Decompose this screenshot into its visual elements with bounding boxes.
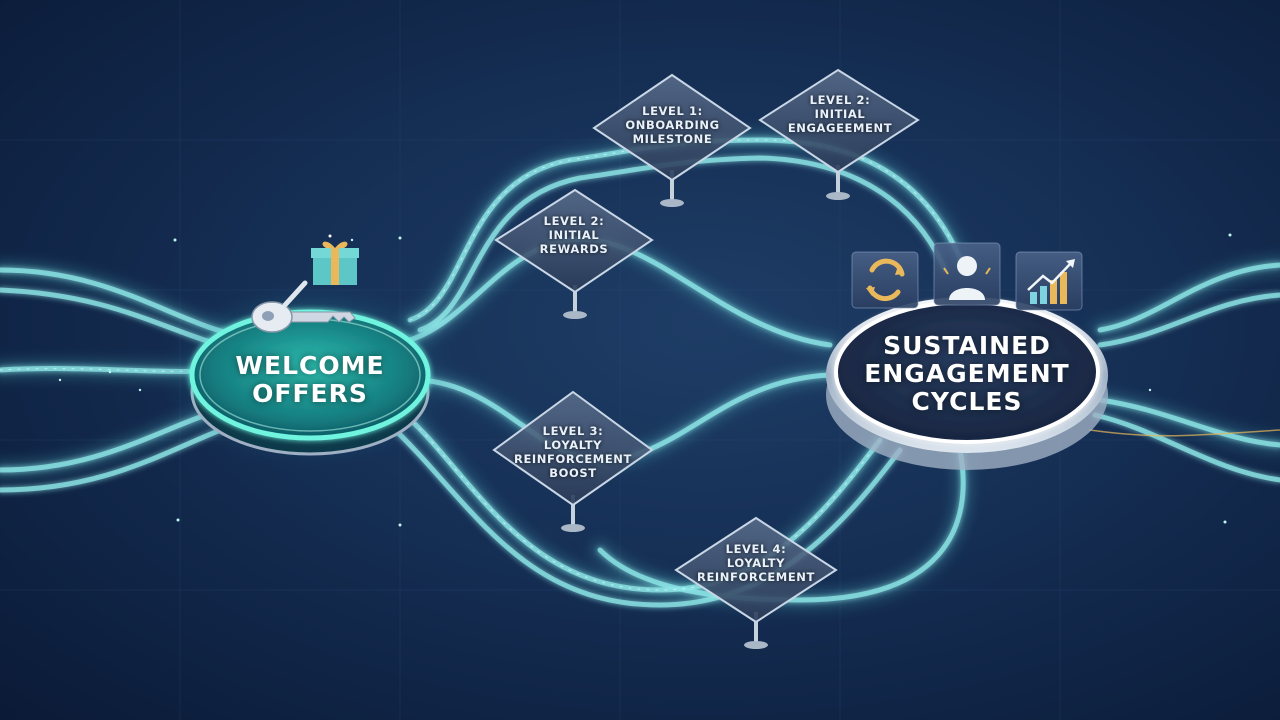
milestone-level-4-loyalty-reinforcement[interactable] xyxy=(674,516,838,649)
welcome-offers-hub[interactable] xyxy=(160,280,460,470)
growth-chart-icon xyxy=(1027,259,1075,304)
milestone-label-level-1: LEVEL 1: ONBOARDING MILESTONE xyxy=(600,104,745,146)
milestone-line: INITIAL xyxy=(548,228,600,243)
milestone-line: MILESTONE xyxy=(632,132,713,147)
sustained-line-3: CYCLES xyxy=(911,387,1023,416)
milestone-line: REINFORCEMENT xyxy=(697,570,815,585)
milestone-line: ENGAGEEMENT xyxy=(787,121,893,136)
sparkle-dots xyxy=(58,233,1232,527)
user-tile xyxy=(933,242,1001,306)
milestone-line: LEVEL 3: xyxy=(542,424,604,438)
milestone-line: LOYALTY xyxy=(726,556,786,571)
sustained-line-2: ENGAGEMENT xyxy=(864,359,1070,388)
sustained-line-1: SUSTAINED xyxy=(883,331,1051,360)
milestone-label-level-4: LEVEL 4: LOYALTY REINFORCEMENT xyxy=(680,542,832,584)
milestone-label-level-2-rewards: LEVEL 2: INITIAL REWARDS xyxy=(500,214,648,256)
gift-icon xyxy=(311,234,359,285)
milestone-line: REWARDS xyxy=(539,242,609,257)
key-icon xyxy=(251,280,356,333)
milestone-line: INITIAL xyxy=(814,107,866,122)
milestone-level-2-initial-rewards[interactable] xyxy=(494,188,654,319)
milestone-level-3-loyalty-boost[interactable] xyxy=(492,390,654,532)
welcome-line-2: OFFERS xyxy=(252,379,368,408)
milestone-label-level-2-engagement: LEVEL 2: INITIAL ENGAGEEMENT xyxy=(765,93,915,135)
growth-tile xyxy=(1015,251,1083,311)
refresh-cycle-icon xyxy=(866,258,905,302)
milestone-level-2-initial-engagement[interactable] xyxy=(758,68,920,200)
milestone-line: LEVEL 2: xyxy=(543,214,605,228)
welcome-offers-label: WELCOME OFFERS xyxy=(205,352,415,408)
milestone-label-level-3: LEVEL 3: LOYALTY REINFORCEMENT BOOST xyxy=(497,424,649,480)
milestone-line: REINFORCEMENT xyxy=(514,452,632,467)
user-icon xyxy=(943,256,991,300)
milestone-line: LOYALTY xyxy=(543,438,603,453)
milestone-line: ONBOARDING xyxy=(625,118,720,133)
milestone-level-1-onboarding[interactable] xyxy=(592,73,752,207)
milestone-line: BOOST xyxy=(549,466,597,481)
milestone-line: LEVEL 1: xyxy=(642,104,703,118)
milestone-line: LEVEL 4: xyxy=(725,542,787,556)
sustained-engagement-hub[interactable] xyxy=(826,297,1108,470)
sustained-engagement-label: SUSTAINED ENGAGEMENT CYCLES xyxy=(842,332,1092,416)
milestone-line: LEVEL 2: xyxy=(809,93,871,107)
cycle-tile xyxy=(851,251,919,309)
welcome-line-1: WELCOME xyxy=(235,351,385,380)
